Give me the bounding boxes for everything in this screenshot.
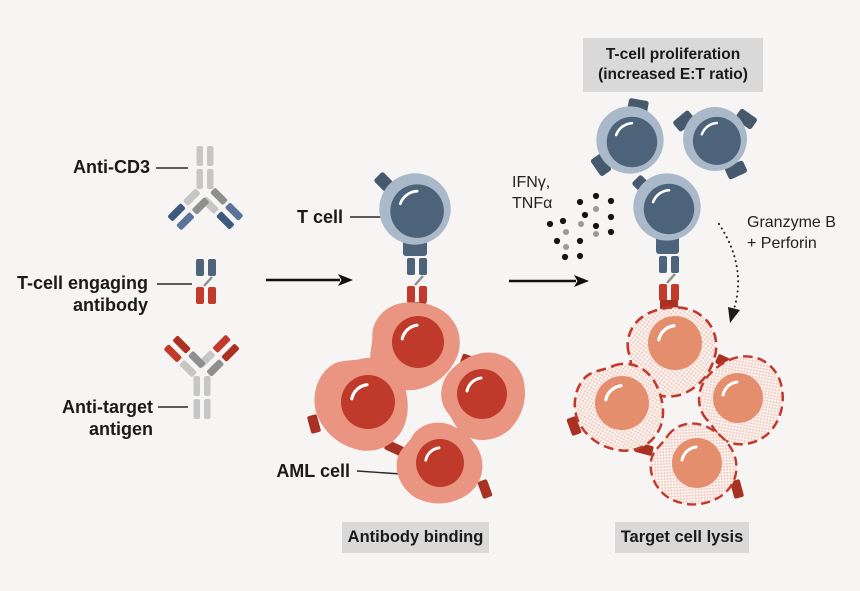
anti-cd3-antibody-icon bbox=[167, 146, 244, 231]
cytokines-label-line2: TNFα bbox=[512, 195, 553, 212]
t-cell-engaging-label-line1: T-cell engaging bbox=[16, 273, 148, 293]
anti-target-antigen-label: Anti-target antigen bbox=[62, 396, 153, 440]
target-cells bbox=[564, 300, 804, 526]
arrow-to-binding-icon bbox=[266, 274, 353, 286]
aml-cell-label: AML cell bbox=[276, 461, 350, 481]
cytokines-label-line1: IFNγ, bbox=[512, 174, 551, 191]
cytokines-label: IFNγ, TNFα bbox=[512, 172, 552, 214]
bite-antibody-lysis bbox=[657, 254, 681, 303]
t-cell-engaging-antibody-label: T-cell engaging antibody bbox=[17, 272, 148, 316]
title-line2: (increased E:T ratio) bbox=[598, 66, 748, 83]
target-cell-bottom bbox=[635, 408, 753, 526]
target-cell-top bbox=[621, 300, 725, 403]
t-cell-proliferation-title: T-cell proliferation (increased E:T rati… bbox=[583, 38, 763, 92]
aml-cell-right bbox=[428, 338, 544, 454]
proliferating-t-cell-1 bbox=[589, 97, 665, 177]
granzyme-dotted-arrow-icon bbox=[718, 223, 740, 323]
t-cell-engaging-antibody-icon bbox=[194, 257, 218, 306]
target-cell-lysis-caption: Target cell lysis bbox=[615, 522, 749, 553]
t-cell-engaging-label-line2: antibody bbox=[73, 295, 148, 315]
antibody-binding-caption: Antibody binding bbox=[342, 522, 489, 553]
granzyme-label-line1: Granzyme B bbox=[747, 214, 836, 231]
t-cell-lysis bbox=[631, 172, 702, 254]
aml-cell-left bbox=[310, 354, 412, 456]
aml-cell-top bbox=[365, 296, 465, 397]
title-line1: T-cell proliferation bbox=[605, 46, 741, 63]
aml-cells bbox=[306, 296, 544, 524]
anti-target-label-line2: antigen bbox=[88, 419, 153, 439]
target-cell-left bbox=[564, 354, 674, 464]
bite-antibody-binding bbox=[405, 256, 429, 305]
aml-cell-leader-line bbox=[356, 470, 402, 475]
t-cell-binding bbox=[373, 171, 453, 256]
granzyme-label-line2: + Perforin bbox=[747, 235, 817, 252]
cytokine-dots-icon bbox=[546, 192, 615, 261]
t-cell-label: T cell bbox=[296, 207, 343, 227]
aml-cell-bottom bbox=[382, 408, 498, 524]
target-cell-right bbox=[684, 340, 804, 460]
anti-target-label-line1: Anti-target bbox=[62, 397, 153, 417]
granzyme-perforin-label: Granzyme B + Perforin bbox=[747, 212, 836, 254]
proliferating-t-cell-2 bbox=[672, 105, 758, 181]
anti-cd3-label: Anti-CD3 bbox=[73, 157, 150, 177]
arrow-to-lysis-icon bbox=[509, 275, 589, 287]
